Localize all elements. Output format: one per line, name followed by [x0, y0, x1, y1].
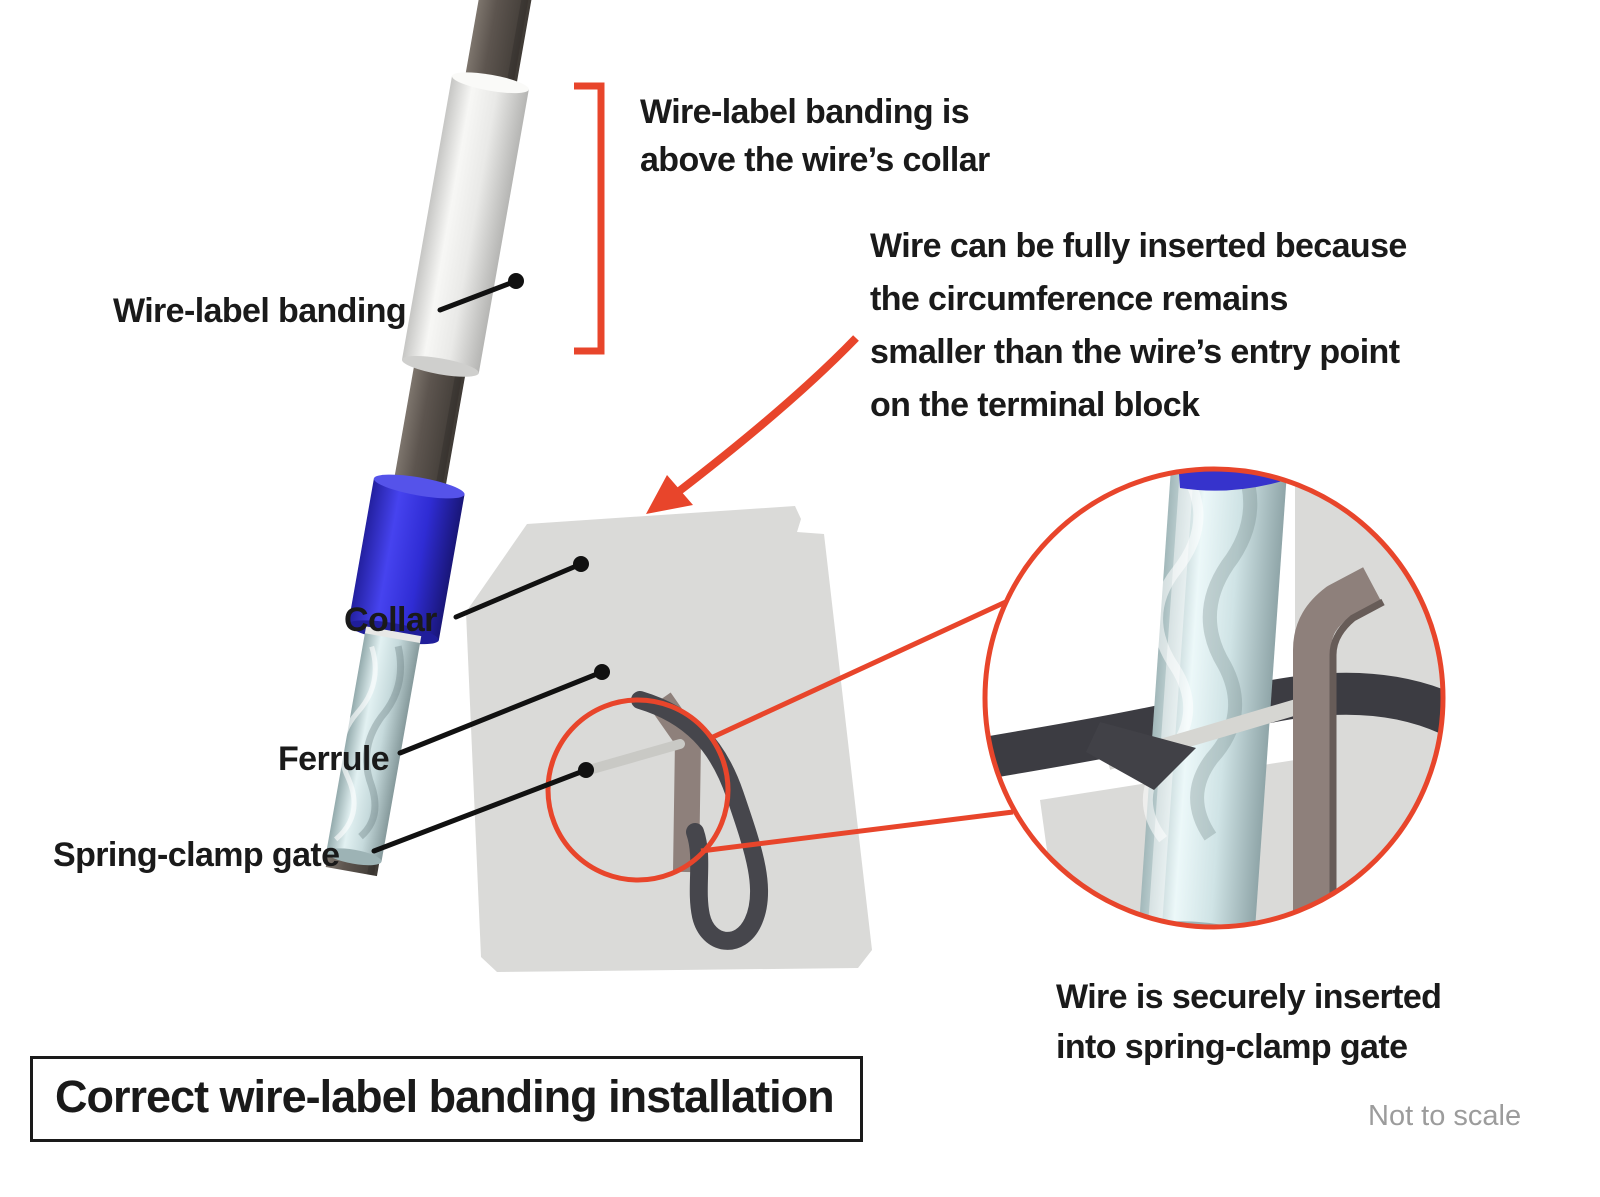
ferrule-swirl-highlight [334, 645, 378, 842]
scale-note: Not to scale [1368, 1100, 1522, 1132]
annotation-line: Wire can be fully inserted because [870, 227, 1407, 265]
label-wire-label-banding: Wire-label banding [113, 292, 407, 330]
leader-gate [371, 767, 589, 854]
diagram-title: Correct wire-label banding installation [30, 1056, 863, 1142]
leader-dot-banding [508, 273, 524, 289]
annotation-line: on the terminal block [870, 386, 1200, 424]
inset-clamp-tab [1086, 722, 1196, 790]
label-spring-clamp-gate: Spring-clamp gate [53, 836, 340, 874]
collar-top-cap [373, 474, 465, 499]
label-ferrule: Ferrule [278, 740, 390, 778]
annotation-line: Wire is securely inserted [1056, 978, 1442, 1016]
leader-dot-ferrule [594, 664, 610, 680]
ferrule-bottom-cap [326, 848, 382, 866]
annotation-line: smaller than the wire’s entry point [870, 333, 1400, 371]
leader-ferrule [397, 669, 605, 756]
annotation-fully-inserted: Wire can be fully inserted because the c… [870, 220, 1407, 432]
zoom-inset-ring [982, 466, 1446, 930]
terminal-block [466, 506, 872, 972]
zoom-connector-top [711, 597, 1012, 740]
inset-clamp-taupe-edge [1329, 598, 1385, 927]
collar [348, 478, 465, 641]
annotation-line: the circumference remains [870, 280, 1288, 318]
red-arrow-head [646, 475, 693, 514]
wire-label-banding [401, 75, 529, 374]
annotation-line: above the wire’s collar [640, 141, 990, 179]
spring-clamp-loop [631, 691, 769, 950]
leader-collar [453, 561, 584, 620]
wire-assembly [325, 0, 536, 877]
leader-dot-gate [578, 762, 594, 778]
banding-top-cap [451, 72, 529, 94]
label-collar: Collar [344, 601, 437, 639]
banding-bracket [574, 82, 605, 355]
annotation-line: into spring-clamp gate [1056, 1028, 1408, 1066]
annotation-line: Wire-label banding is [640, 93, 970, 131]
leader-dots [508, 273, 610, 778]
annotation-banding-above-collar: Wire-label banding is above the wire’s c… [640, 88, 990, 184]
collar-white-ring [364, 626, 422, 645]
zoom-connector-bottom [700, 809, 1014, 854]
zoom-source-circle [545, 697, 731, 883]
inset-clamp-taupe-band [1293, 567, 1381, 927]
red-arrow-shaft [675, 335, 859, 496]
leader-banding [437, 278, 519, 313]
zoom-inset-content [985, 469, 1443, 927]
annotation-securely-inserted: Wire is securely inserted into spring-cl… [1056, 972, 1442, 1072]
spring-clamp-gate [577, 739, 685, 777]
ferrule-swirl-shadow [358, 645, 405, 840]
leader-lines [371, 278, 605, 854]
ferrule [326, 633, 421, 862]
leader-dot-collar [573, 556, 589, 572]
banding-bottom-cap [401, 355, 479, 377]
